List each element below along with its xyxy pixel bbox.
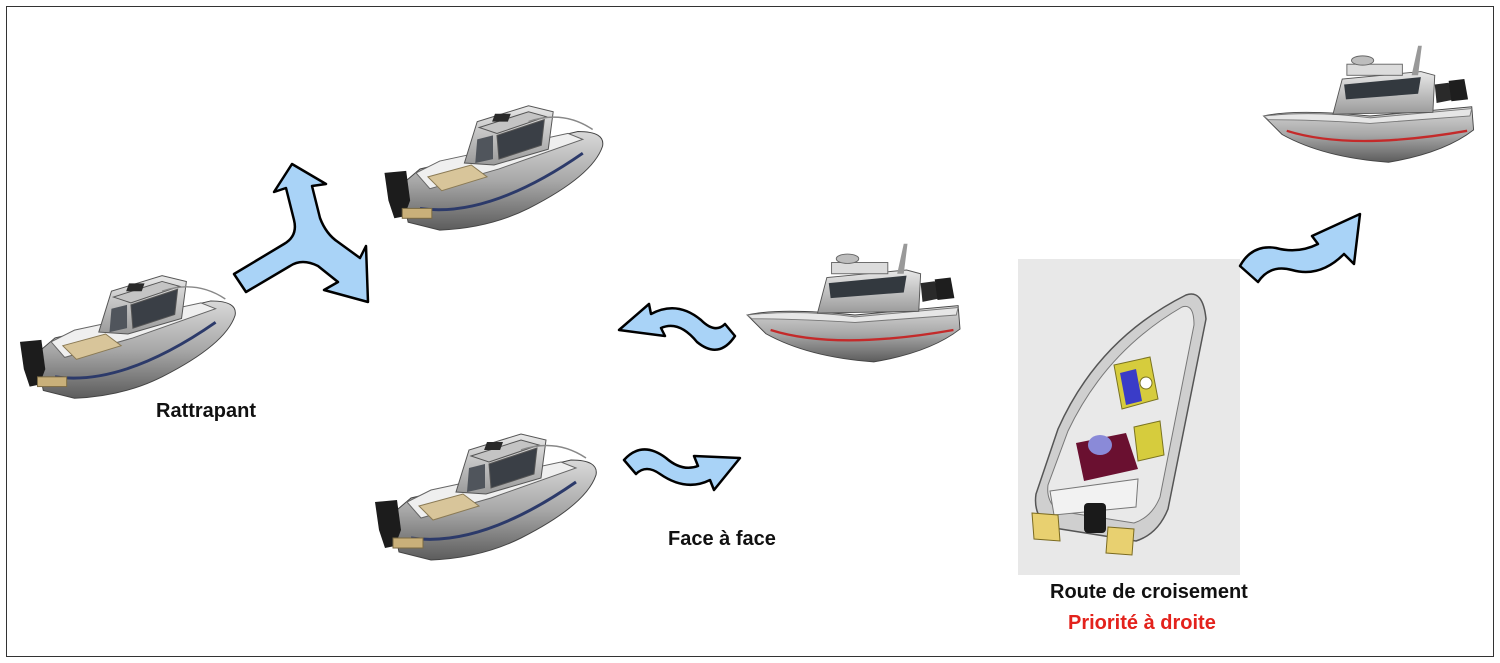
crossing-panel bbox=[1018, 259, 1240, 575]
crossing-boat-side-icon bbox=[1250, 42, 1490, 190]
overtaking-boat-rear-icon bbox=[16, 262, 240, 408]
curved-arrow-left-icon bbox=[615, 300, 740, 360]
overtaking-label: Rattrapant bbox=[156, 400, 256, 423]
curved-arrow-up-right-icon bbox=[1236, 208, 1368, 288]
head-on-boat-left-icon bbox=[370, 420, 602, 570]
priority-label: Priorité à droite bbox=[1068, 612, 1216, 635]
overtaking-boat-front-icon bbox=[378, 92, 610, 240]
curved-arrow-right-icon bbox=[620, 440, 745, 500]
top-view-boat-icon bbox=[1018, 259, 1240, 575]
head-on-boat-right-icon bbox=[735, 240, 975, 390]
crossing-label: Route de croisement bbox=[1050, 581, 1248, 604]
split-arrow-icon bbox=[228, 162, 373, 304]
head-on-label: Face à face bbox=[668, 528, 776, 551]
